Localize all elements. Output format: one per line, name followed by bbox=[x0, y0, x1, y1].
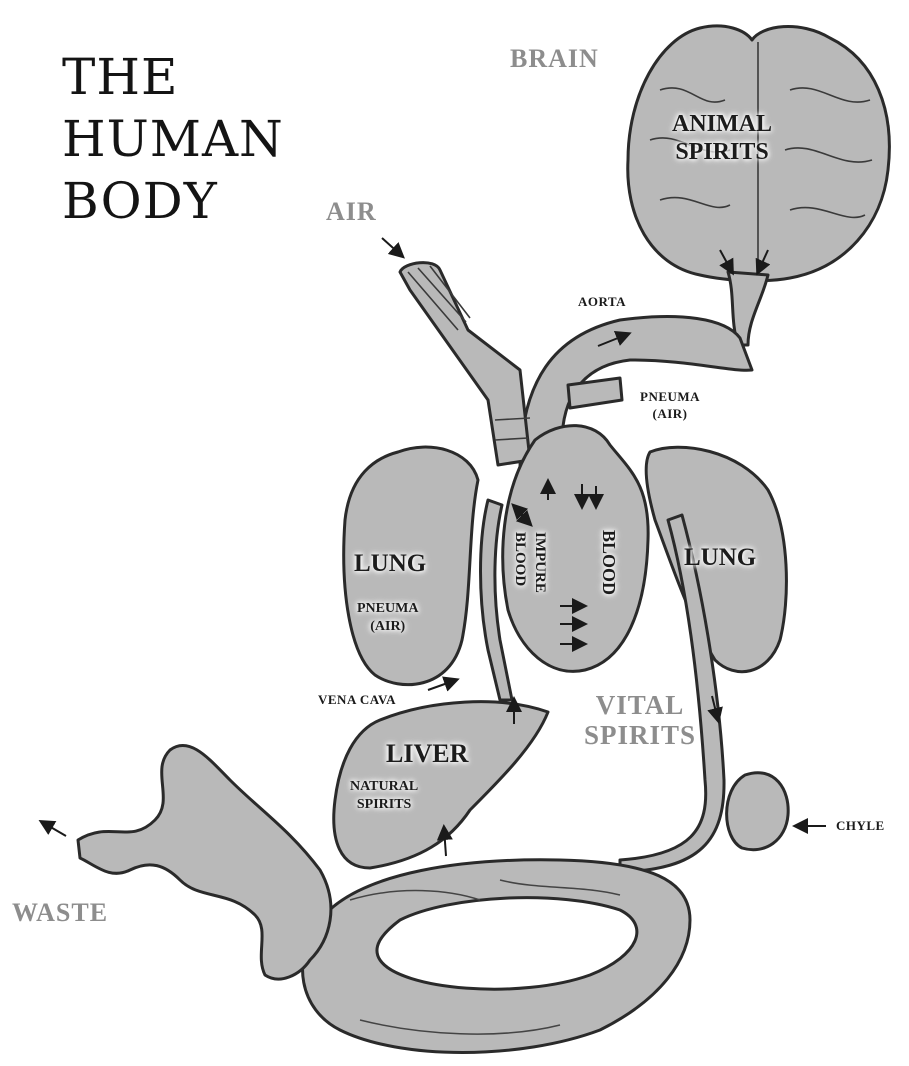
label-chyle: CHYLE bbox=[836, 819, 885, 832]
label-lung-right: LUNG bbox=[684, 545, 756, 570]
label-impure-blood-line-1: IMPURE bbox=[530, 532, 550, 593]
title-line-2: HUMAN bbox=[62, 108, 284, 170]
label-pneuma-left-line-1: PNEUMA bbox=[357, 600, 418, 618]
label-air: AIR bbox=[326, 199, 377, 225]
label-pneuma-top-line-2: (AIR) bbox=[640, 405, 700, 422]
label-waste: WASTE bbox=[12, 900, 108, 926]
trachea bbox=[400, 263, 530, 465]
label-vital-spirits-line-2: SPIRITS bbox=[584, 720, 696, 750]
label-impure-blood: IMPURE BLOOD bbox=[510, 532, 550, 593]
label-natural-spirits-line-1: NATURAL bbox=[350, 778, 418, 796]
label-vital-spirits-line-1: VITAL bbox=[584, 690, 696, 720]
label-brain: BRAIN bbox=[510, 46, 599, 72]
title-line-3: BODY bbox=[62, 170, 284, 232]
label-impure-blood-line-2: BLOOD bbox=[510, 532, 530, 593]
label-pneuma-top-line-1: PNEUMA bbox=[640, 388, 700, 405]
label-blood: BLOOD bbox=[600, 530, 618, 595]
label-natural-spirits: NATURAL SPIRITS bbox=[350, 778, 418, 814]
intestine-loop bbox=[303, 860, 690, 1053]
pneuma-branch bbox=[568, 378, 622, 408]
label-vital-spirits: VITAL SPIRITS bbox=[584, 690, 696, 750]
label-pneuma-top: PNEUMA (AIR) bbox=[640, 388, 700, 422]
label-animal-spirits-line-2: SPIRITS bbox=[672, 138, 772, 166]
page-title: THE HUMAN BODY bbox=[62, 46, 284, 232]
coiled-intestine bbox=[78, 745, 331, 979]
label-vena-cava: VENA CAVA bbox=[318, 693, 396, 706]
label-animal-spirits: ANIMAL SPIRITS bbox=[672, 110, 772, 166]
label-pneuma-left-line-2: (AIR) bbox=[357, 618, 418, 636]
label-natural-spirits-line-2: SPIRITS bbox=[350, 796, 418, 814]
title-line-1: THE bbox=[62, 46, 284, 108]
label-pneuma-left: PNEUMA (AIR) bbox=[357, 600, 418, 636]
label-liver: LIVER bbox=[386, 741, 468, 767]
label-lung-left: LUNG bbox=[354, 551, 426, 576]
label-aorta: AORTA bbox=[578, 295, 626, 308]
chyle-sac bbox=[727, 773, 789, 850]
label-animal-spirits-line-1: ANIMAL bbox=[672, 110, 772, 138]
